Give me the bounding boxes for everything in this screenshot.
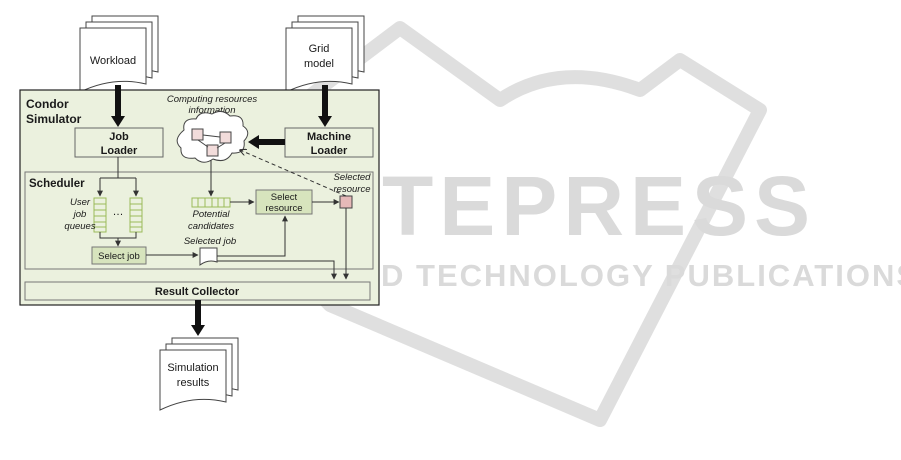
- user-job-queues-label-line1: User: [70, 197, 91, 208]
- grid-model-label-line2: model: [304, 58, 334, 70]
- queue-ellipsis: …: [113, 206, 124, 218]
- user-job-queues-label-line3: queues: [64, 221, 95, 232]
- resources-info-label-line1: Computing resources: [167, 94, 258, 105]
- selected-resource-label-line1: Selected: [334, 172, 372, 183]
- select-resource-label-line2: resource: [266, 203, 303, 214]
- simulation-results-label-line1: Simulation: [167, 362, 218, 374]
- result-collector-label: Result Collector: [155, 286, 240, 298]
- user-job-queue-2: [130, 198, 142, 232]
- condor-simulator-title-line1: Condor: [26, 97, 69, 111]
- grid-model-document: Grid model: [286, 16, 364, 92]
- job-loader-label-line2: Loader: [101, 145, 138, 157]
- select-job-label: Select job: [98, 251, 140, 262]
- potential-candidates-label-line2: candidates: [188, 221, 234, 232]
- machine-loader-label-line2: Loader: [311, 145, 348, 157]
- condor-simulator-title-line2: Simulator: [26, 112, 82, 126]
- potential-candidates-list: [192, 198, 230, 207]
- potential-candidates-label-line1: Potential: [193, 209, 231, 220]
- simulation-results-label-line2: results: [177, 377, 210, 389]
- simulation-results-document: Simulation results: [160, 338, 238, 410]
- select-resource-label-line1: Select: [271, 192, 298, 203]
- scheduler-title: Scheduler: [29, 178, 85, 190]
- workload-document: Workload: [80, 16, 158, 92]
- user-job-queue-1: [94, 198, 106, 232]
- grid-model-label-line1: Grid: [309, 43, 330, 55]
- job-loader-label-line1: Job: [109, 131, 129, 143]
- selected-resource-icon: [340, 196, 352, 208]
- workload-label: Workload: [90, 55, 136, 67]
- selected-job-label: Selected job: [184, 236, 236, 247]
- user-job-queues-label-line2: job: [72, 209, 87, 220]
- machine-loader-label-line1: Machine: [307, 131, 351, 143]
